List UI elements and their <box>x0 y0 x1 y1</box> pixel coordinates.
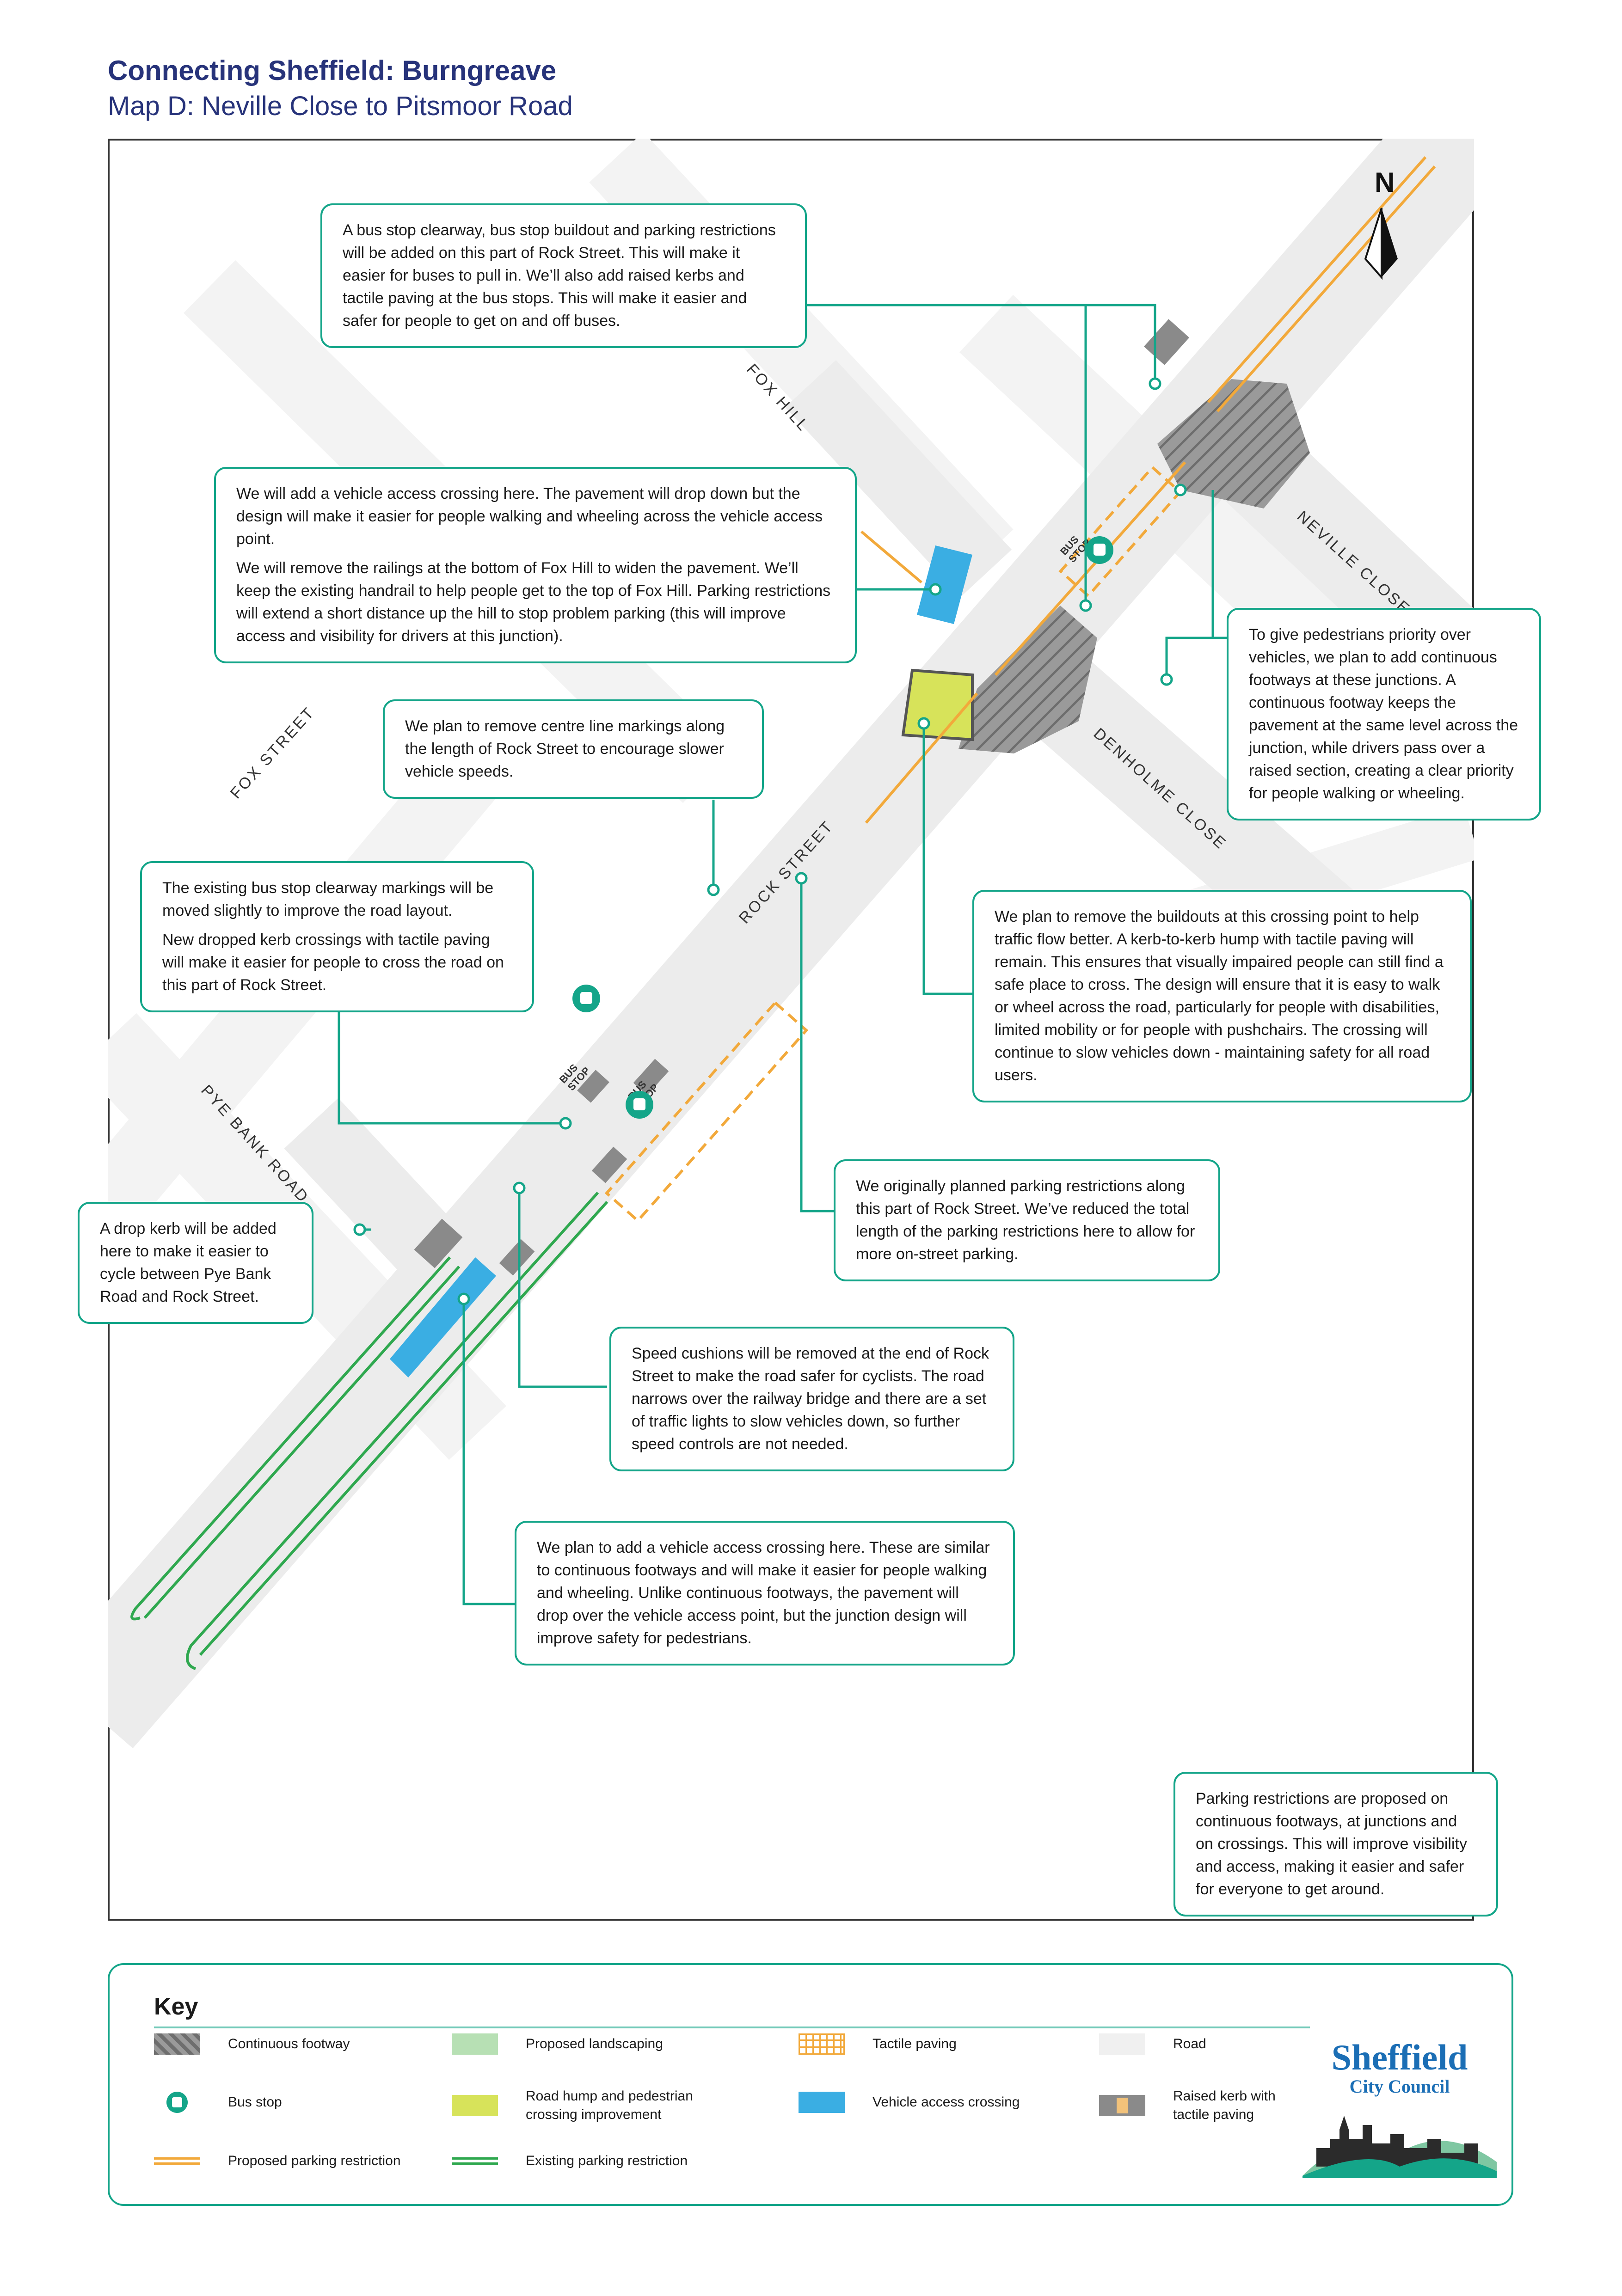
bus-stop-icon <box>1086 536 1113 564</box>
page-subtitle: Map D: Neville Close to Pitsmoor Road <box>108 91 573 121</box>
callout-vehicle-access-fox-hill: We will add a vehicle access crossing he… <box>214 467 857 663</box>
key-item-raised-kerb: Raised kerb with tactile paving <box>1099 2087 1312 2124</box>
key-item-proposed-landscaping: Proposed landscaping <box>452 2033 663 2055</box>
key-item-continuous-footway: Continuous footway <box>154 2033 350 2055</box>
callout-parking-restrictions-general: Parking restrictions are proposed on con… <box>1173 1772 1498 1916</box>
svg-text:N: N <box>1375 167 1395 198</box>
road-hump-crossing <box>901 668 974 741</box>
bus-stop-icon <box>572 985 600 1012</box>
key-item-vehicle-access: Vehicle access crossing <box>799 2092 1020 2113</box>
callout-vehicle-access-south: We plan to add a vehicle access crossing… <box>515 1521 1015 1665</box>
key-item-bus-stop: Bus stop <box>154 2092 282 2113</box>
existing-parking-restrictions <box>130 1191 608 1670</box>
continuous-footway-denholme <box>958 606 1097 753</box>
continuous-footway-swatch <box>154 2033 200 2055</box>
fox-hill-road <box>785 360 1012 597</box>
vehicle-access-fox-hill <box>917 545 972 624</box>
callout-continuous-footways: To give pedestrians priority over vehicl… <box>1227 608 1541 820</box>
key-title: Key <box>154 1993 198 2020</box>
key-item-proposed-parking: Proposed parking restriction <box>154 2152 401 2170</box>
pye-bank-road <box>284 1098 468 1287</box>
vehicle-access-south <box>390 1257 496 1378</box>
sheffield-city-council-logo: Sheffield City Council <box>1298 2039 1501 2187</box>
key-item-tactile-paving: Tactile paving <box>799 2033 957 2055</box>
key-item-road-hump: Road hump and pedestrian crossing improv… <box>452 2087 738 2124</box>
continuous-footway-neville <box>1157 379 1310 508</box>
bus-stop-icon <box>626 1091 653 1119</box>
callout-speed-cushions: Speed cushions will be removed at the en… <box>609 1327 1014 1471</box>
callout-bus-stop-clearway: A bus stop clearway, bus stop buildout a… <box>320 203 807 348</box>
callout-parking-reduced: We originally planned parking restrictio… <box>834 1159 1220 1281</box>
leader-dots <box>353 377 1187 1305</box>
page-title: Connecting Sheffield: Burngreave <box>108 55 557 86</box>
key-item-road: Road <box>1099 2033 1206 2055</box>
callout-existing-bus-stop: The existing bus stop clearway markings … <box>140 861 534 1012</box>
bus-stop-icon <box>166 2092 188 2113</box>
key-divider <box>154 2027 1310 2028</box>
key-item-existing-parking: Existing parking restriction <box>452 2152 688 2170</box>
proposed-parking-restrictions <box>604 156 1436 1223</box>
city-skyline-icon <box>1303 2116 1497 2178</box>
map-key: Key Continuous footway Bus stop Proposed… <box>108 1963 1513 2206</box>
callout-centre-line: We plan to remove centre line markings a… <box>383 699 764 799</box>
callout-remove-buildouts: We plan to remove the buildouts at this … <box>972 890 1472 1102</box>
callout-drop-kerb: A drop kerb will be added here to make i… <box>78 1202 313 1324</box>
north-arrow: N <box>1364 167 1398 280</box>
